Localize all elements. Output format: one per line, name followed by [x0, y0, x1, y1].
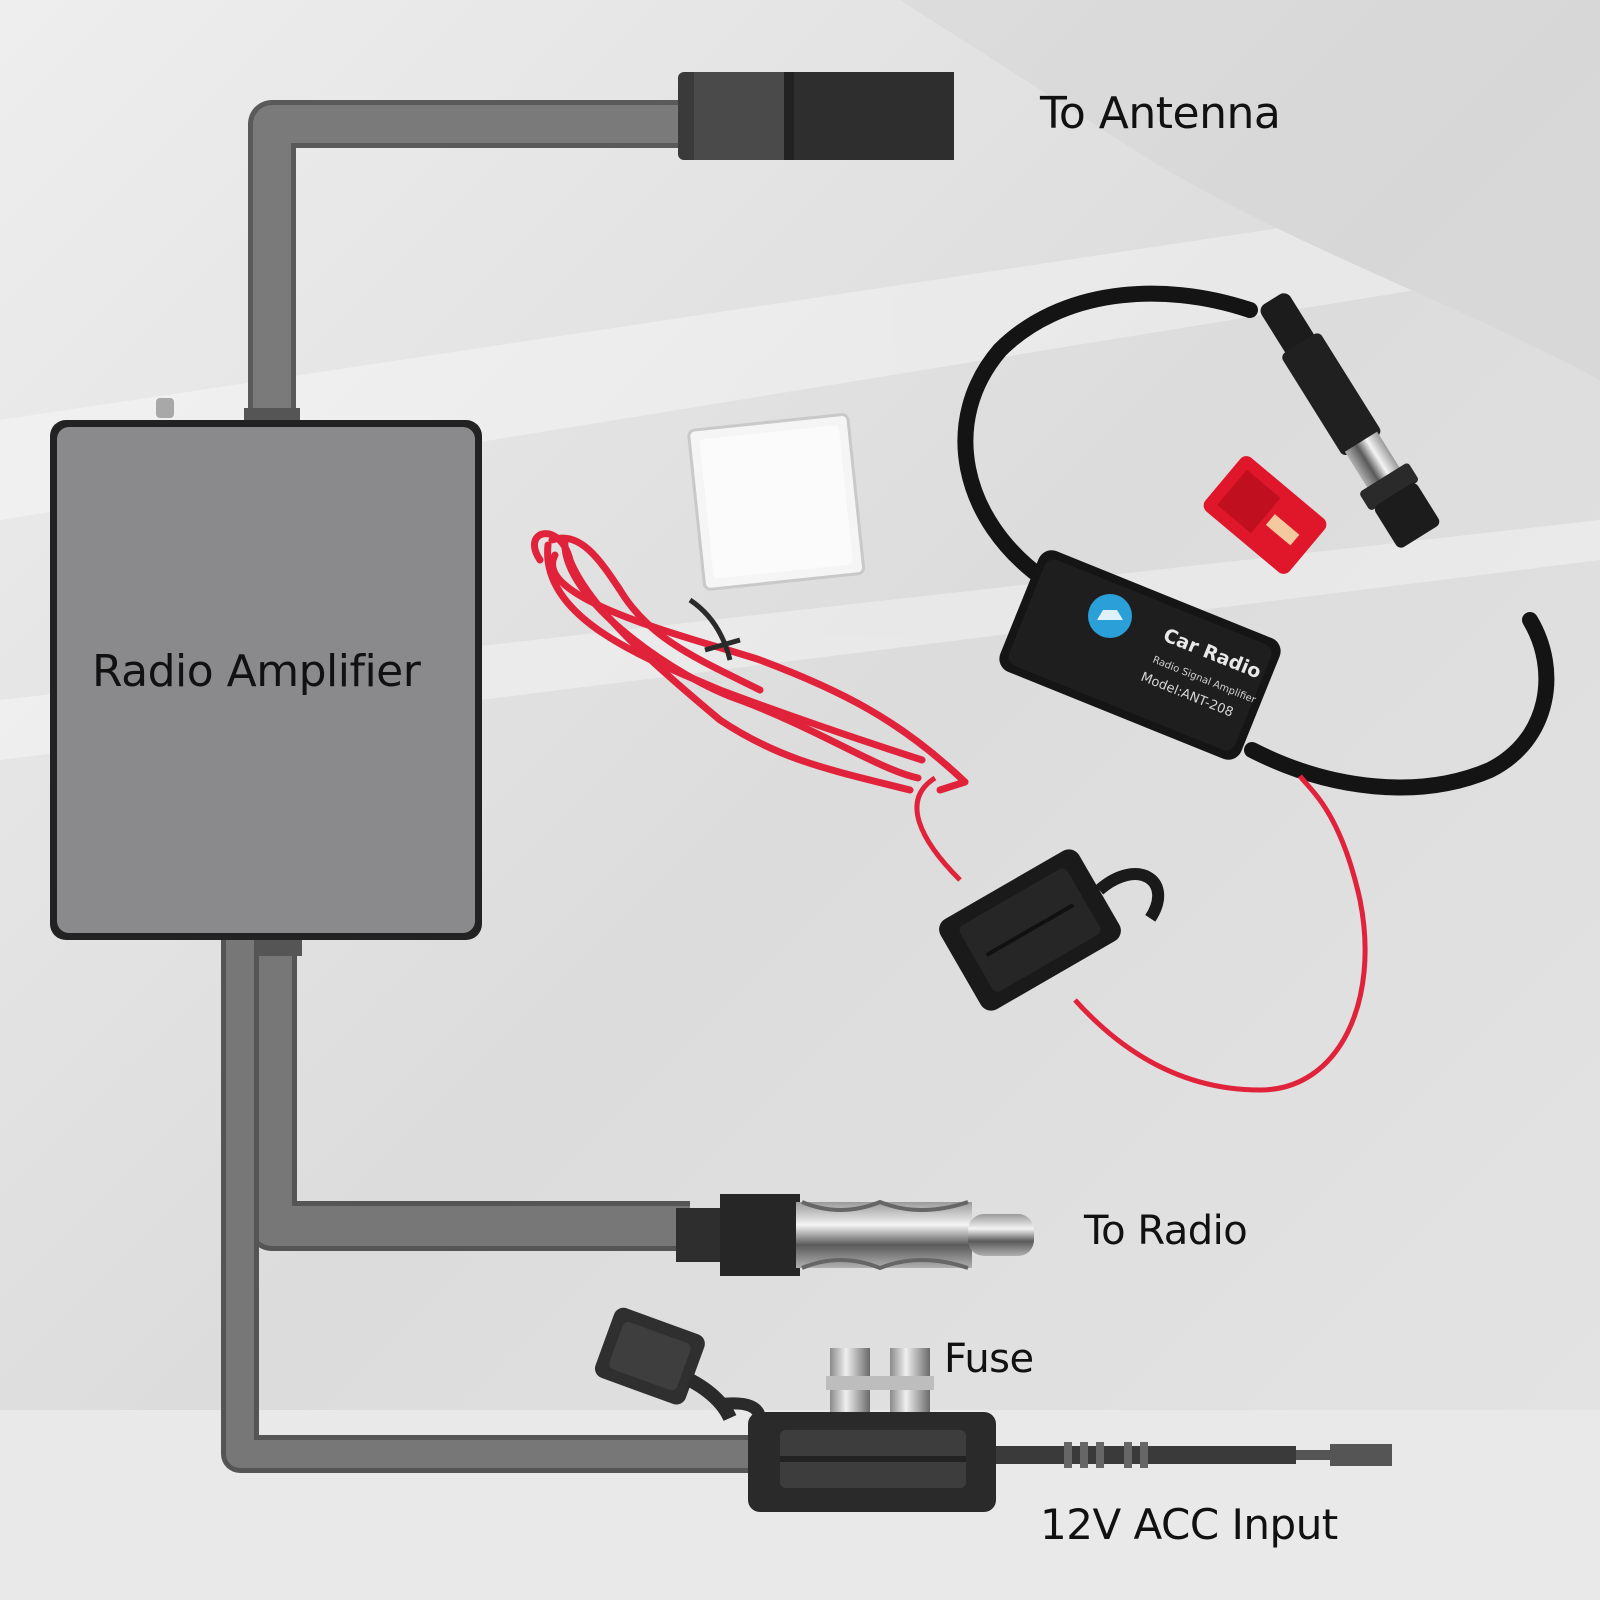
antenna-loop-cable	[957, 285, 1555, 796]
fuse-red-wire	[914, 774, 1368, 1093]
amplifier-cable-entry	[244, 408, 300, 422]
car-icon	[1097, 610, 1123, 620]
radio-plug	[676, 1194, 1034, 1276]
label-fuse: Fuse	[944, 1336, 1034, 1382]
antenna-cable-core	[253, 105, 690, 415]
adhesive-pad	[687, 413, 866, 591]
amplifier-box	[50, 420, 482, 940]
red-wire-coil	[531, 530, 969, 794]
photo-fuse-holder	[939, 849, 1165, 1011]
antenna-connector	[678, 72, 954, 160]
label-to-antenna: To Antenna	[1040, 88, 1281, 139]
power-cable-core	[226, 940, 760, 1468]
cable-tie	[688, 597, 741, 661]
amplifier-module	[999, 550, 1281, 760]
splice-connector	[1203, 456, 1327, 574]
antenna-plug	[1260, 293, 1440, 548]
input-wire	[996, 1442, 1392, 1468]
label-to-radio: To Radio	[1084, 1208, 1248, 1254]
label-12v-acc-input: 12V ACC Input	[1040, 1500, 1338, 1549]
fuse-holder	[594, 1307, 996, 1512]
radio-cable-core	[252, 940, 690, 1246]
amplifier-led	[156, 398, 174, 418]
label-radio-amplifier: Radio Amplifier	[92, 646, 421, 697]
